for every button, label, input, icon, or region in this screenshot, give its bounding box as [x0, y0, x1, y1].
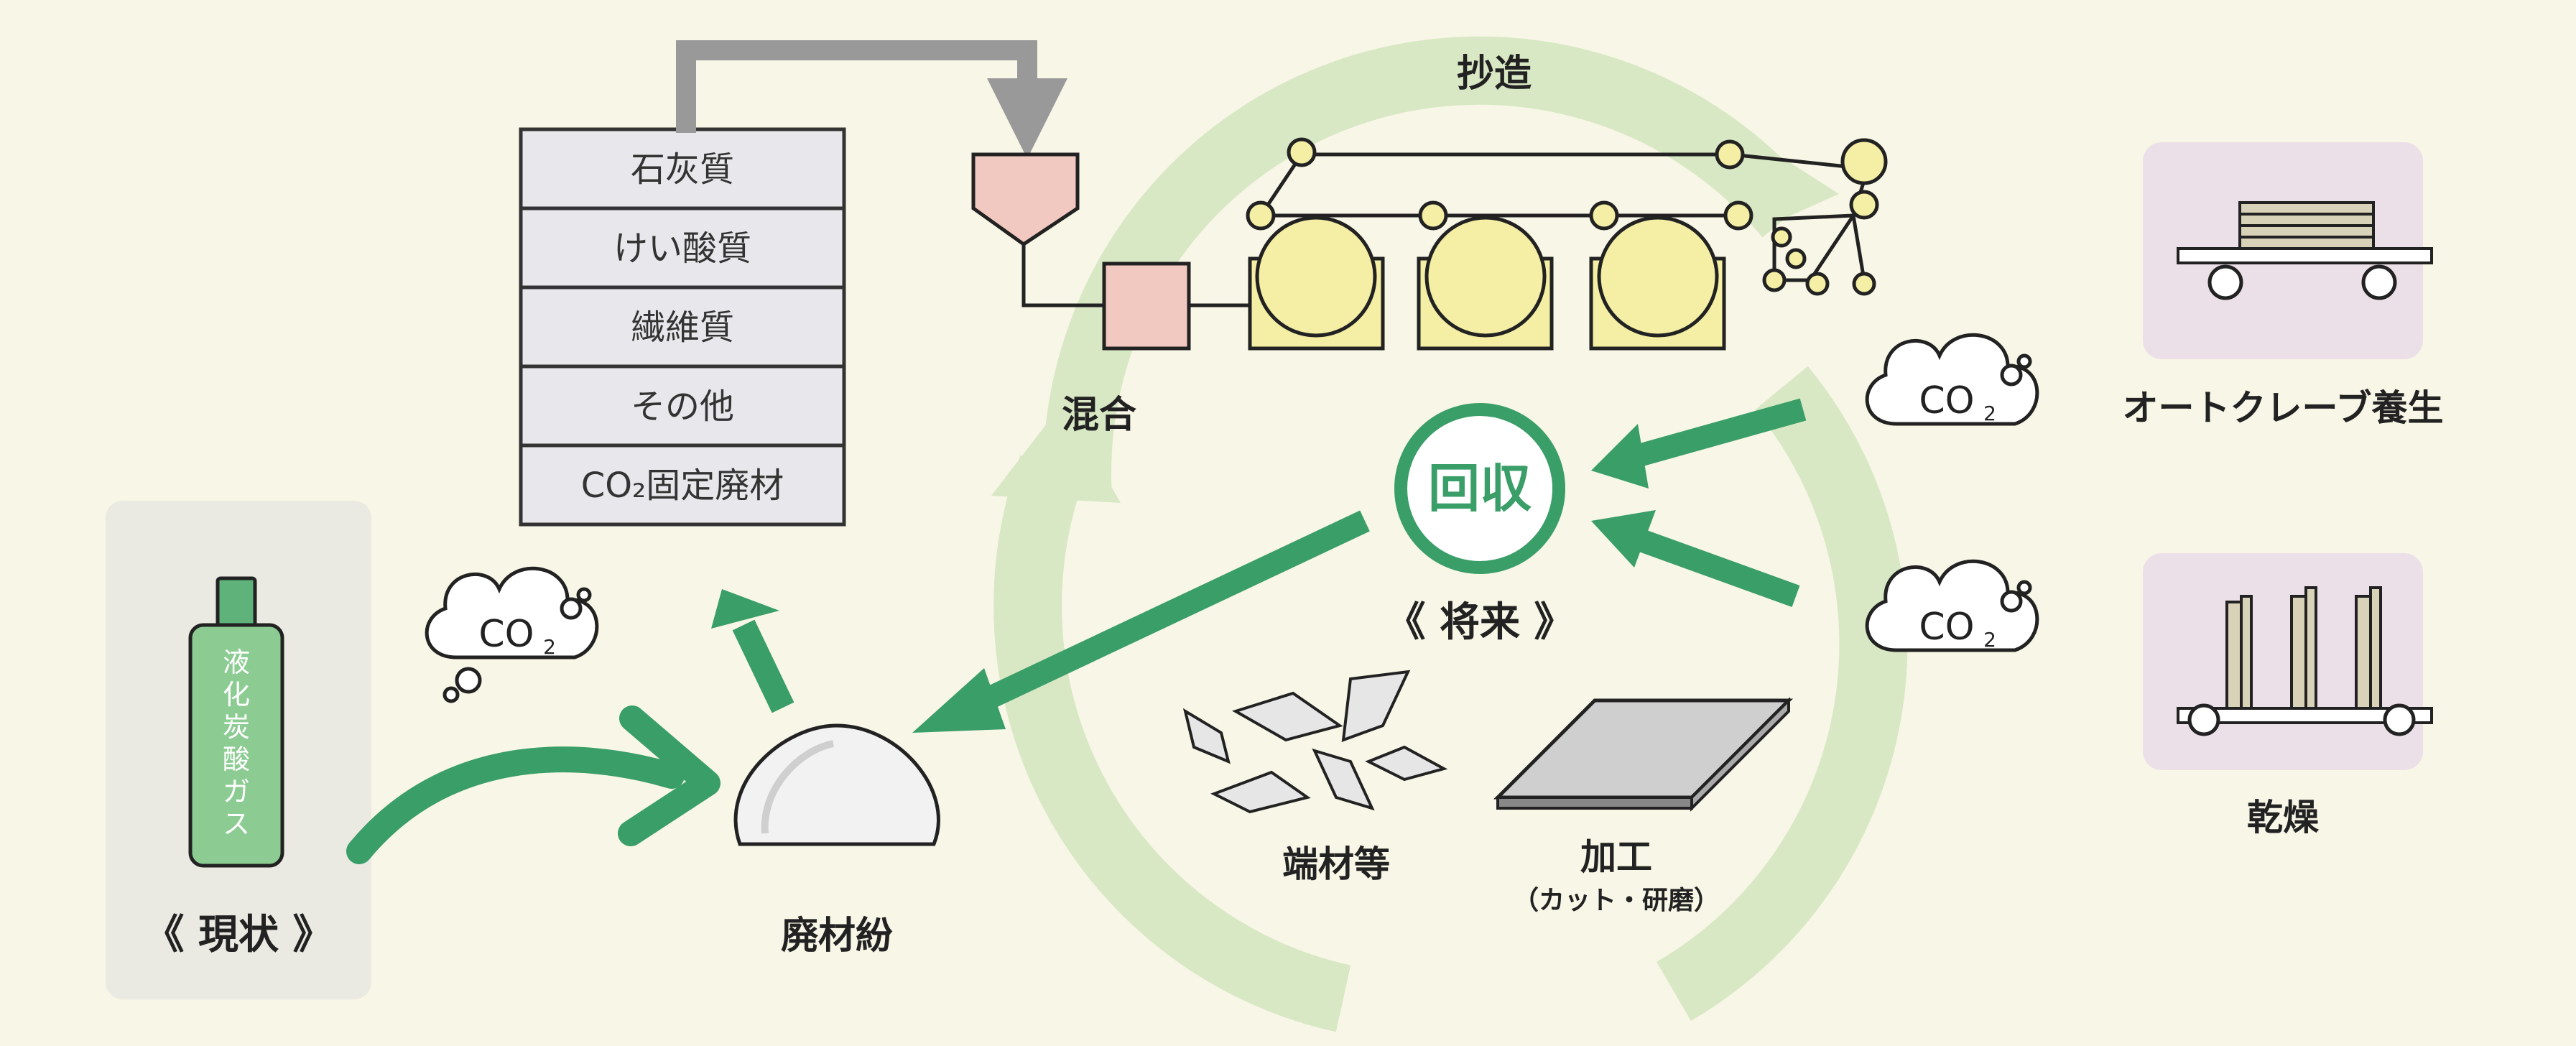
material-row: 繊維質 — [519, 285, 846, 369]
material-label: CO₂固定廃材 — [581, 466, 784, 506]
material-label: けい酸質 — [613, 228, 751, 269]
current-state-label: 《 現状 》 — [144, 912, 333, 958]
gas-cylinder-char: 液 — [223, 647, 250, 678]
gas-cylinder-char: ス — [223, 808, 250, 840]
material-row: その他 — [519, 364, 846, 448]
co2-cloud-lower: CO 2 — [1867, 561, 2037, 652]
material-row-box — [519, 443, 846, 527]
material-label: その他 — [631, 387, 734, 427]
collection-node: 回収 — [1394, 403, 1565, 574]
co2-cloud-left: CO 2 — [427, 568, 597, 703]
material-row: CO₂固定廃材 — [519, 443, 846, 527]
drying-label: 乾燥 — [2247, 797, 2320, 838]
co2-cloud-upper: CO 2 — [1867, 335, 2037, 425]
gas-cylinder-char: 酸 — [223, 744, 250, 775]
powder-pile-icon — [733, 723, 940, 846]
autoclave-label: オートクレーブ養生 — [2123, 387, 2444, 429]
processing-sublabel: （カット・研磨） — [1513, 886, 1720, 915]
mixer-tank — [1102, 262, 1191, 351]
autoclave-cart-icon — [2177, 201, 2433, 300]
collection-label: 回収 — [1428, 458, 1532, 519]
feed-pipe — [676, 40, 1067, 159]
drying-rack-icon — [2177, 586, 2433, 736]
material-row: けい酸質 — [519, 206, 846, 290]
material-row-box — [519, 285, 846, 369]
papermaking-label: 抄造 — [1457, 52, 1532, 96]
cylinder-to-powder-arrow — [346, 705, 721, 864]
co2-subscript: 2 — [1983, 402, 1996, 425]
co2-text: CO — [478, 613, 534, 656]
gas-cylinder-char: ガ — [223, 776, 250, 807]
offcuts-label: 端材等 — [1282, 843, 1390, 885]
papermaking-machine — [971, 137, 1888, 351]
material-row: 石灰質 — [519, 127, 846, 210]
gas-cylinder-char: 化 — [223, 679, 250, 711]
recycle-loop — [991, 36, 1908, 1032]
processing-label: 加工 — [1580, 836, 1652, 878]
waste-powder-label: 廃材紛 — [781, 915, 893, 958]
co2-to-collection-arrows — [1591, 398, 1807, 608]
material-row-box — [519, 364, 846, 448]
co2-subscript: 2 — [1983, 628, 1996, 652]
co2-text: CO — [1919, 379, 1974, 422]
gas-cylinder-icon — [188, 576, 284, 868]
material-label: 繊維質 — [631, 307, 734, 348]
mixing-label: 混合 — [1062, 394, 1136, 437]
hopper — [971, 152, 1080, 247]
material-row-box — [519, 206, 846, 290]
co2-subscript: 2 — [543, 635, 556, 659]
powder-to-table-arrow — [711, 589, 794, 713]
collection-to-powder-arrow — [912, 510, 1370, 733]
material-label: 石灰質 — [631, 149, 734, 190]
offcut-shards-icon — [1182, 670, 1448, 814]
co2-text: CO — [1919, 606, 1974, 649]
gas-cylinder-char: 炭 — [223, 711, 250, 743]
plate-icon — [1493, 697, 1794, 812]
future-label: 《 将来 》 — [1386, 599, 1575, 646]
